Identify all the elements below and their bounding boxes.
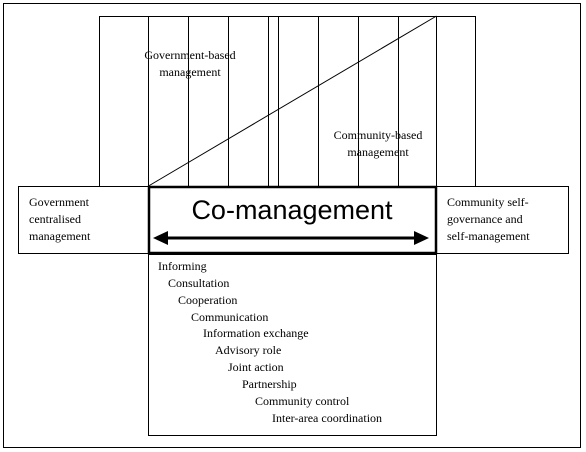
label-line: Government-based xyxy=(144,48,236,62)
spectrum-box xyxy=(99,16,476,187)
co-management-title: Co-management xyxy=(191,195,393,225)
government-centralised-label: Government centralised management xyxy=(29,194,90,245)
step-item: Communication xyxy=(191,310,269,324)
label-line: Community self- xyxy=(447,195,529,209)
label-line: governance and xyxy=(447,212,523,226)
label-line: self-management xyxy=(447,229,530,243)
label-line: centralised xyxy=(29,212,81,226)
diagonal-line xyxy=(148,15,437,187)
left-box xyxy=(18,186,149,254)
step-item: Community control xyxy=(255,394,350,408)
community-self-governance-label: Community self- governance and self-mana… xyxy=(447,194,530,245)
step-item: Information exchange xyxy=(203,326,309,340)
step-item: Informing xyxy=(158,259,207,273)
label-line: management xyxy=(29,229,91,243)
community-based-label: Community-based management xyxy=(318,127,438,161)
steps-box xyxy=(148,254,437,436)
label-line: management xyxy=(159,65,221,79)
step-item: Cooperation xyxy=(178,293,238,307)
label-line: management xyxy=(347,145,409,159)
center-box xyxy=(147,185,438,255)
spectrum-dividers xyxy=(148,16,437,186)
step-item: Inter-area coordination xyxy=(272,411,383,425)
double-arrow xyxy=(153,231,429,245)
step-item: Consultation xyxy=(168,276,230,290)
government-based-label: Government-based management xyxy=(130,47,250,81)
step-item: Advisory role xyxy=(215,343,282,357)
right-box xyxy=(436,186,569,254)
step-item: Partnership xyxy=(242,377,297,391)
label-line: Community-based xyxy=(333,128,423,142)
arrow-head-left xyxy=(153,231,168,245)
label-line: Government xyxy=(29,195,89,209)
arrow-head-right xyxy=(414,231,429,245)
step-item: Joint action xyxy=(228,360,284,374)
outer-frame xyxy=(3,3,581,448)
